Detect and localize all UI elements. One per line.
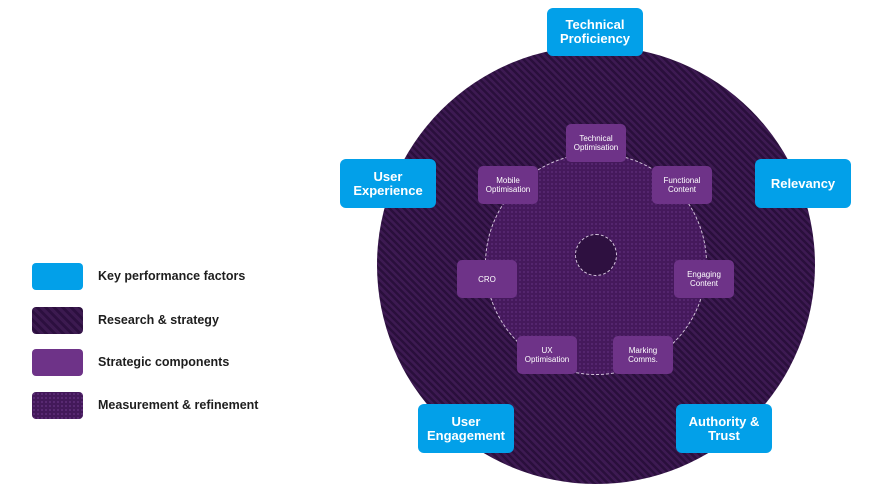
- legend-swatch-striped: [32, 307, 83, 334]
- core-circle: [575, 234, 617, 276]
- legend-label: Research & strategy: [98, 313, 219, 327]
- component-technical-optimisation: Technical Optimisation: [566, 124, 626, 162]
- component-cro: CRO: [457, 260, 517, 298]
- component-marking-comms: Marking Comms.: [613, 336, 673, 374]
- component-ux-optimisation: UX Optimisation: [517, 336, 577, 374]
- legend-item-key-performance: Key performance factors: [32, 263, 332, 291]
- key-factor-user-engagement: User Engagement: [418, 404, 514, 453]
- legend-label: Strategic components: [98, 355, 230, 369]
- legend-item-research: Research & strategy: [32, 307, 332, 335]
- component-engaging-content: Engaging Content: [674, 260, 734, 298]
- legend-item-measurement: Measurement & refinement: [32, 392, 332, 420]
- component-functional-content: Functional Content: [652, 166, 712, 204]
- legend-label: Measurement & refinement: [98, 398, 259, 412]
- key-factor-authority-trust: Authority & Trust: [676, 404, 772, 453]
- legend-label: Key performance factors: [98, 269, 246, 283]
- legend-swatch-blue: [32, 263, 83, 290]
- key-factor-relevancy: Relevancy: [755, 159, 851, 208]
- legend-swatch-dotted: [32, 392, 83, 419]
- component-mobile-optimisation: Mobile Optimisation: [478, 166, 538, 204]
- legend-swatch-purple: [32, 349, 83, 376]
- key-factor-technical-proficiency: Technical Proficiency: [547, 8, 643, 56]
- key-factor-user-experience: User Experience: [340, 159, 436, 208]
- legend-item-strategic: Strategic components: [32, 349, 332, 377]
